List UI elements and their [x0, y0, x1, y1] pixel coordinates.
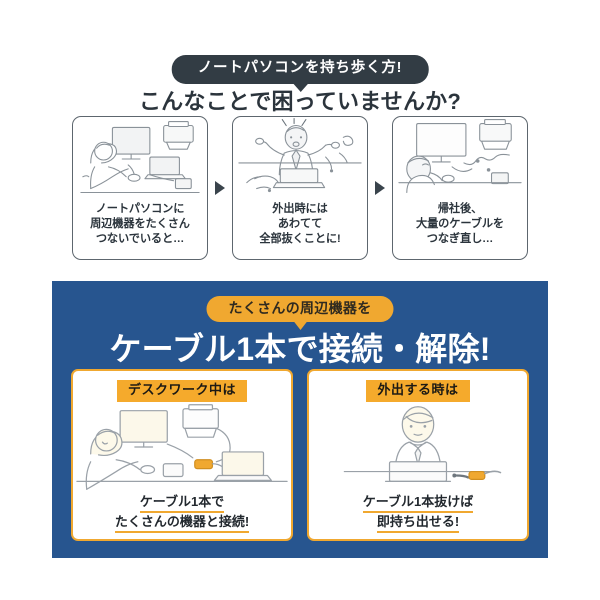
person-unplugging-one-cable-illustration [309, 404, 527, 492]
problem-panel-3: 帰社後、 大量のケーブルを つなぎ直し… [392, 116, 528, 260]
solution-card-going-out: 外出する時は [307, 369, 529, 541]
page-title: こんなことで困っていませんか? [138, 89, 462, 114]
panel-arrow-1 [208, 116, 232, 260]
solution-card-deskwork-tag: デスクワーク中は [116, 380, 247, 402]
problem-panel-1: ノートパソコンに 周辺機器をたくさん つないでいると… [72, 116, 208, 260]
solution-badge: たくさんの周辺機器を [206, 296, 394, 330]
solution-navy-section: たくさんの周辺機器を ケーブル1本で接続・解除! デスクワーク中は [52, 281, 548, 558]
top-problem-section: ノートパソコンを持ち歩く方! こんなことで困っていませんか? [0, 0, 600, 281]
solution-cards-row: デスクワーク中は [52, 369, 548, 541]
problem-panel-1-caption: ノートパソコンに 周辺機器をたくさん つないでいると… [90, 203, 190, 245]
solution-headline: ケーブル1本で接続・解除! [109, 331, 491, 367]
top-badge: ノートパソコンを持ち歩く方! [171, 55, 429, 92]
desk-with-monitor-laptop-printer-illustration [73, 117, 207, 201]
reconnecting-many-cables-illustration [393, 117, 527, 201]
triangle-right-icon [215, 181, 225, 195]
problem-panel-2: 外出時には あわてて 全部抜くことに! [232, 116, 368, 260]
problem-panel-2-caption: 外出時には あわてて 全部抜くことに! [259, 203, 341, 245]
flustered-person-unplugging-cables-illustration [233, 117, 367, 201]
solution-card-going-out-tag: 外出する時は [366, 380, 470, 402]
problem-panel-3-caption: 帰社後、 大量のケーブルを つなぎ直し… [415, 203, 505, 245]
problem-panels-row: ノートパソコンに 周辺機器をたくさん つないでいると… [0, 116, 600, 264]
panel-arrow-2 [368, 116, 392, 260]
solution-card-deskwork-caption: ケーブル1本で たくさんの機器と接続! [73, 493, 291, 533]
deskwork-single-cable-hub-illustration [73, 404, 291, 492]
solution-card-deskwork: デスクワーク中は [71, 369, 293, 541]
triangle-right-icon [375, 181, 385, 195]
solution-card-going-out-caption: ケーブル1本抜けば 即持ち出せる! [309, 493, 527, 533]
